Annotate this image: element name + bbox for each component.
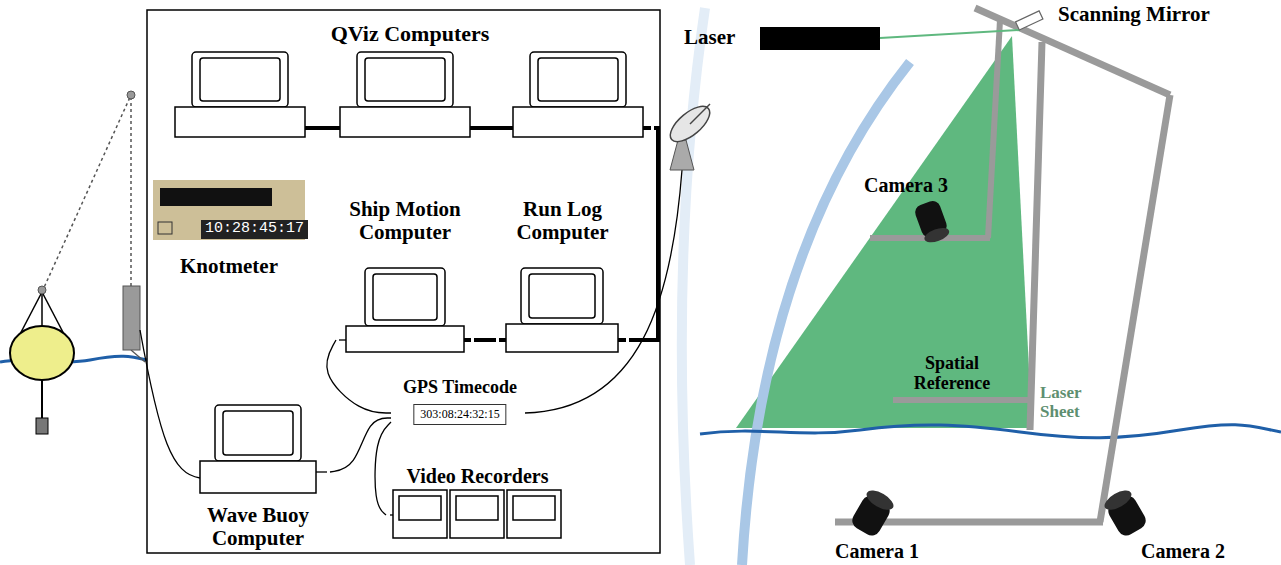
radio-link xyxy=(42,95,131,292)
computer-base xyxy=(513,107,643,137)
node-label: Knotmeter xyxy=(146,255,312,278)
connector-line xyxy=(327,340,391,413)
camera-symbol xyxy=(1102,487,1149,539)
timecode-display: 10:28:45:17 xyxy=(201,220,308,239)
part-label: Camera 1 xyxy=(822,540,932,562)
knotmeter-button xyxy=(158,222,172,234)
network-cable xyxy=(618,338,626,342)
node-label: QViz Computers xyxy=(166,22,654,46)
camera-lens xyxy=(1102,487,1135,514)
monitor-screen xyxy=(521,268,603,324)
recorder-screen xyxy=(399,496,441,520)
control-room xyxy=(147,10,660,553)
timecode-box: GPS Timecode 303:08:24:32:15 xyxy=(391,378,529,430)
camera-symbol xyxy=(849,487,896,539)
monitor-glass xyxy=(538,58,618,101)
monitor-group xyxy=(175,52,643,137)
frame-bar xyxy=(988,20,1000,238)
part-label: Laser xyxy=(684,26,756,49)
computer-box: Ship Motion Computer xyxy=(336,198,474,354)
recorder-group: Video Recorders xyxy=(386,465,569,545)
dish-pedestal xyxy=(670,140,694,170)
monitor-group xyxy=(200,268,618,493)
antenna-tip xyxy=(127,91,135,99)
network-cable xyxy=(643,126,651,130)
camera-lens xyxy=(923,225,952,245)
buoy-stem xyxy=(41,380,43,418)
pole-line xyxy=(131,350,145,362)
network-cable xyxy=(470,126,513,130)
frame-bar xyxy=(1030,42,1042,430)
monitor-screen xyxy=(530,52,626,107)
video-recorders xyxy=(393,490,561,538)
connector-line xyxy=(330,418,391,472)
computer-base xyxy=(175,107,305,137)
camera-lens xyxy=(864,487,897,514)
computer-base xyxy=(200,461,316,493)
signal-cable xyxy=(390,514,393,515)
computer-base xyxy=(340,107,470,137)
monitor-glass xyxy=(529,274,595,318)
part-label: Scanning Mirror xyxy=(1058,3,1263,26)
buoy-antenna xyxy=(38,286,46,294)
monitor-glass xyxy=(365,58,445,101)
monitor-screen xyxy=(215,405,301,461)
knotmeter-photo: 10:28:45:17Knotmeter xyxy=(146,178,312,278)
radio-link xyxy=(130,95,132,286)
computer-base xyxy=(346,326,464,352)
ship-hull xyxy=(742,62,910,565)
recorder-unit xyxy=(393,490,447,538)
part-label: Camera 2 xyxy=(1128,540,1238,562)
dish-feed xyxy=(690,104,710,124)
monitor-glass xyxy=(373,274,437,320)
node-label: GPS Timecode xyxy=(391,378,529,398)
computer-base xyxy=(506,324,618,352)
computer-box: Wave Buoy Computer xyxy=(186,402,330,550)
buoy-rigging xyxy=(41,292,43,326)
connector-line xyxy=(629,128,658,340)
monitor-screen xyxy=(357,52,453,107)
laser-body xyxy=(760,27,880,50)
monitor-screen xyxy=(192,52,288,107)
signal-cable xyxy=(316,471,327,472)
node-label: Wave Buoy Computer xyxy=(186,504,330,550)
monitor-glass xyxy=(200,58,280,101)
monitor-screen xyxy=(365,268,445,326)
node-label: Video Recorders xyxy=(386,465,569,487)
part-label: Spatial Reference xyxy=(893,354,1011,394)
connector-line xyxy=(375,422,391,515)
knotmeter-display xyxy=(160,188,272,206)
frame-bar xyxy=(1100,95,1170,522)
timecode-value: 303:08:24:32:15 xyxy=(413,404,506,425)
recorder-unit xyxy=(450,490,504,538)
computer-group: QViz Computers xyxy=(166,22,654,140)
node-label: Run Log Computer xyxy=(496,198,629,244)
connector-line xyxy=(474,338,496,342)
frame-bar xyxy=(893,397,1030,403)
computer-box: Run Log Computer xyxy=(496,198,629,354)
monitor-glass xyxy=(223,411,293,455)
recorder-unit xyxy=(507,490,561,538)
satellite-dish xyxy=(665,100,716,148)
camera-symbol xyxy=(913,199,951,245)
wave-buoy xyxy=(10,326,74,380)
scanning-mirror xyxy=(1016,11,1043,30)
node-label: Ship Motion Computer xyxy=(336,198,474,244)
network-cable xyxy=(464,338,471,342)
network-cable xyxy=(305,126,340,130)
signal-cable xyxy=(140,330,200,478)
recorder-screen xyxy=(513,496,555,520)
signal-cable xyxy=(339,339,346,340)
knotmeter-sensor xyxy=(123,286,140,350)
laser-beam xyxy=(880,30,1020,38)
part-label: Camera 3 xyxy=(846,174,966,196)
network-cable xyxy=(499,338,506,342)
water-line xyxy=(700,425,1281,438)
hull-shadow xyxy=(682,8,705,565)
recorder-screen xyxy=(456,496,498,520)
buoy-weight xyxy=(36,418,48,434)
part-label: Laser Sheet xyxy=(1040,384,1098,421)
